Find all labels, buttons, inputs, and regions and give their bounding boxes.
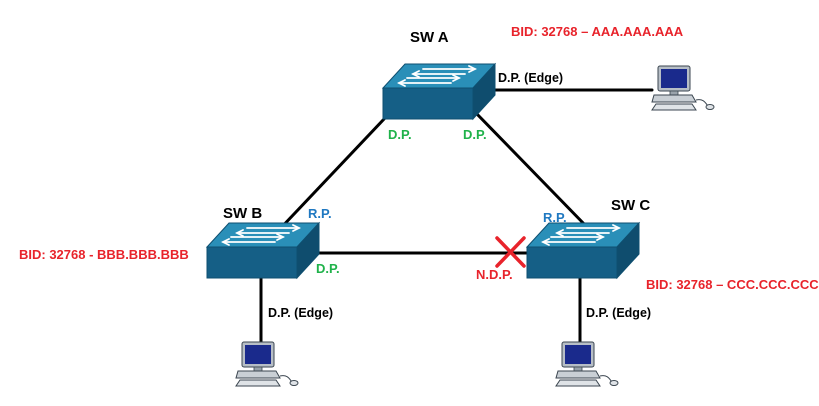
host-c-computer-icon [555, 341, 619, 387]
switch-b-designated-port-role: D.P. [316, 261, 340, 276]
switch-c-icon [526, 222, 640, 279]
host-a-computer-icon [651, 65, 715, 111]
switch-a-icon [382, 63, 496, 120]
switch-b-root-port-role: R.P. [308, 206, 332, 221]
link-a-b [275, 116, 387, 234]
switch-c-bid: BID: 32768 – CCC.CCC.CCC [646, 277, 819, 292]
switch-c-non-designated-port-role: N.D.P. [476, 267, 513, 282]
switch-a-left-port-role: D.P. [388, 127, 412, 142]
switch-c-root-port-role: R.P. [543, 210, 567, 225]
switch-a-right-port-role: D.P. [463, 127, 487, 142]
switch-b-edge-port-role: D.P. (Edge) [268, 306, 334, 320]
switch-b-bid: BID: 32768 - BBB.BBB.BBB [19, 247, 189, 262]
host-b-computer-icon [235, 341, 299, 387]
switch-a-bid: BID: 32768 – AAA.AAA.AAA [511, 24, 684, 39]
switch-c-edge-port-role: D.P. (Edge) [586, 306, 652, 320]
switch-b-icon [206, 222, 320, 279]
blocked-port-x-mark-icon [495, 236, 526, 268]
switch-b-name: SW B [223, 205, 263, 222]
switch-c-name: SW C [611, 197, 651, 214]
switch-a-name: SW A [410, 29, 449, 46]
link-a-c [473, 110, 589, 229]
switch-a-edge-port-role: D.P. (Edge) [498, 71, 564, 85]
